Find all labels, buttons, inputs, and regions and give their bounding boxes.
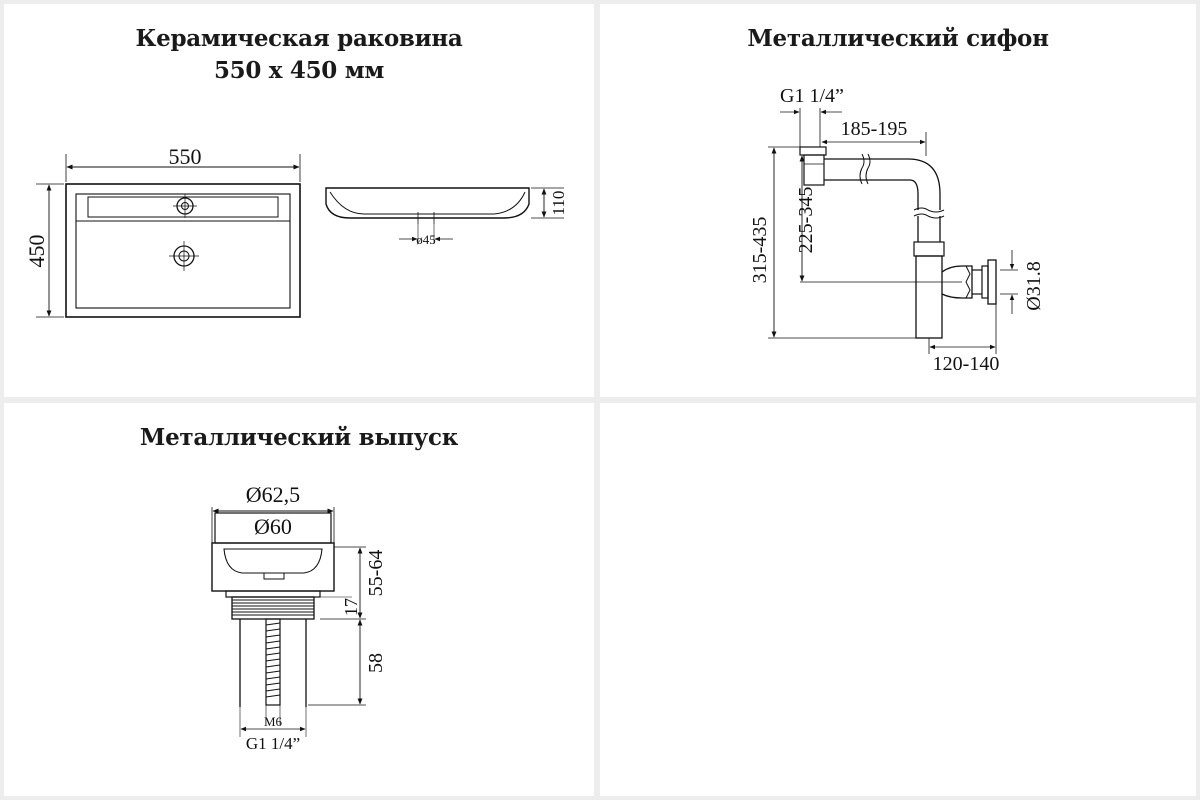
siphon-pipe-diameter-label: Ø31.8 [1023,261,1045,310]
siphon-outer-height-label: 315-435 [749,217,771,284]
siphon-panel: Металлический сифон G1 1/4” 185-195 [600,4,1196,397]
siphon-thread-label: G1 1/4” [780,85,844,107]
sink-top-view [65,183,301,318]
drain-title: Металлический выпуск [139,424,459,451]
sink-side-view: ø45 [325,187,530,247]
drain-outer-diameter-label: Ø62,5 [246,482,300,507]
drain-total-length-label: 55-64 [365,550,387,597]
sink-depth-label: 450 [24,235,49,268]
siphon-title: Металлический сифон [747,25,1049,52]
drain-bolt-label: M6 [264,714,283,729]
sink-width-label: 550 [169,144,202,169]
drain-thread-length-label: 17 [341,598,361,616]
drain-thread-label: G1 1/4” [246,734,300,753]
sink-drawing: 550 450 ø45 110 [24,144,568,318]
sink-title-line1: Керамическая раковина [135,25,463,52]
sink-height-label: 110 [549,191,568,216]
sink-height-dimension: 110 [531,187,568,219]
drain-panel: Металлический выпуск Ø62,5 Ø60 [4,403,594,796]
siphon-body [799,146,997,339]
sink-title-line2: 550 x 450 мм [213,57,385,84]
empty-panel [600,403,1196,796]
sink-panel: Керамическая раковина 550 x 450 мм [4,4,594,397]
drain-body [211,542,335,707]
drain-drawing: Ø62,5 Ø60 [211,482,387,753]
sink-depth-dimension: 450 [24,183,64,318]
siphon-drawing: G1 1/4” 185-195 [749,85,1045,375]
sink-width-dimension: 550 [65,144,301,182]
drain-pipe-length-label: 58 [365,653,387,673]
drain-inner-diameter-label: Ø60 [254,514,292,539]
sink-hole-label: ø45 [416,232,436,247]
siphon-wall-distance-label: 120-140 [933,353,1000,375]
siphon-offset-label: 185-195 [841,118,908,140]
siphon-inner-height-label: 225-345 [795,187,817,254]
